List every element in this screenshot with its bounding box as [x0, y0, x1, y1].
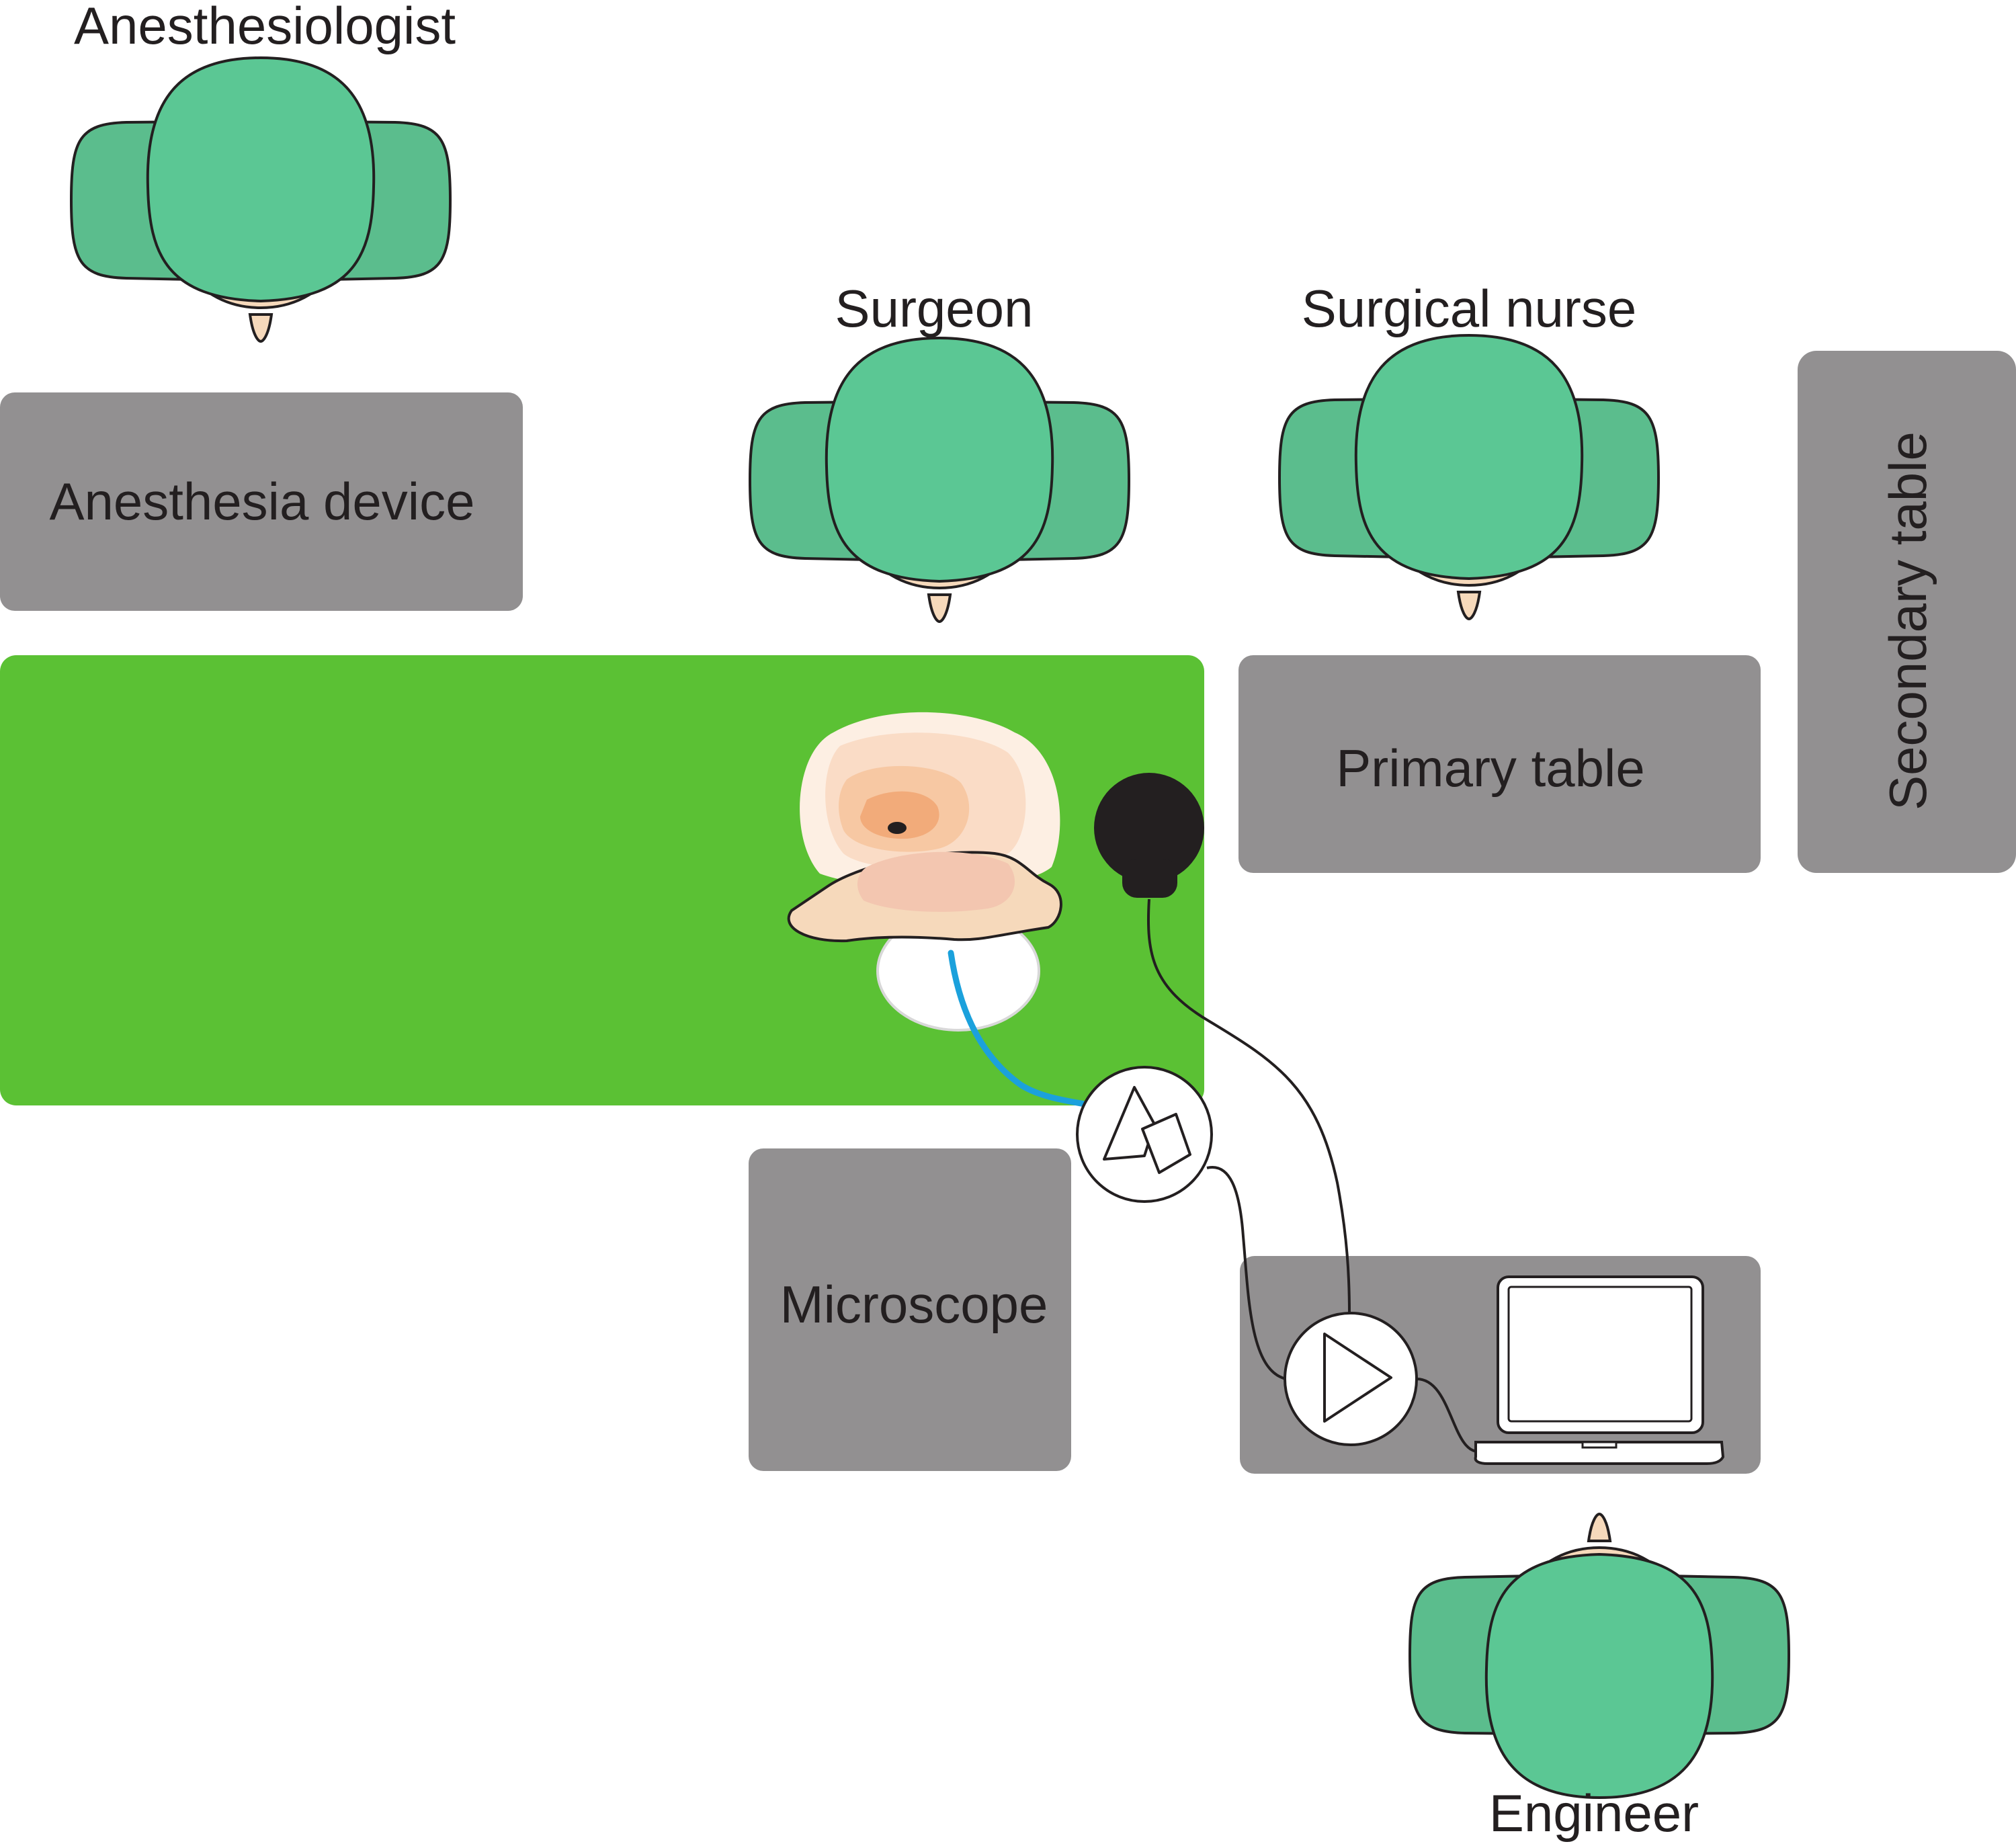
- surgeon-label: Surgeon: [835, 279, 1034, 338]
- engineer: Engineer: [1409, 1513, 1790, 1843]
- camera-cable: [1146, 898, 1351, 1314]
- anesthesiologist-figure-icon: [70, 56, 452, 343]
- surgical-nurse-label: Surgical nurse: [1302, 279, 1637, 338]
- secondary-table: Secondary table: [1798, 351, 2016, 873]
- engineer-label: Engineer: [1489, 1784, 1699, 1843]
- laptop-icon: [1474, 1275, 1725, 1465]
- microscope-label: Microscope: [780, 1275, 1048, 1334]
- anesthesiologist: Anesthesiologist: [70, 0, 456, 343]
- primary-table-label: Primary table: [1336, 739, 1644, 798]
- surgical-nurse-figure-icon: [1278, 334, 1660, 620]
- play-icon: [1284, 1312, 1418, 1446]
- endoscope-cable: [1206, 1166, 1287, 1380]
- surgical-nurse: Surgical nurse: [1278, 279, 1660, 620]
- anesthesiologist-label: Anesthesiologist: [74, 0, 456, 55]
- secondary-table-label: Secondary table: [1878, 431, 1937, 810]
- endoscope-camera-icon: [1076, 1066, 1213, 1203]
- primary-table: Primary table: [1238, 655, 1761, 873]
- anesthesia-device: Anesthesia device: [0, 392, 523, 611]
- fiber-cable: [948, 950, 1114, 1114]
- surgeon-figure-icon: [749, 337, 1130, 623]
- dome-camera-icon: [1094, 773, 1204, 898]
- microscope: Microscope: [749, 1148, 1071, 1471]
- engineer-figure-icon: [1409, 1513, 1790, 1799]
- anesthesia-device-label: Anesthesia device: [49, 472, 474, 531]
- laptop-cable: [1416, 1378, 1479, 1453]
- surgeon: Surgeon: [749, 279, 1130, 623]
- patient-head-icon: [787, 712, 1062, 1032]
